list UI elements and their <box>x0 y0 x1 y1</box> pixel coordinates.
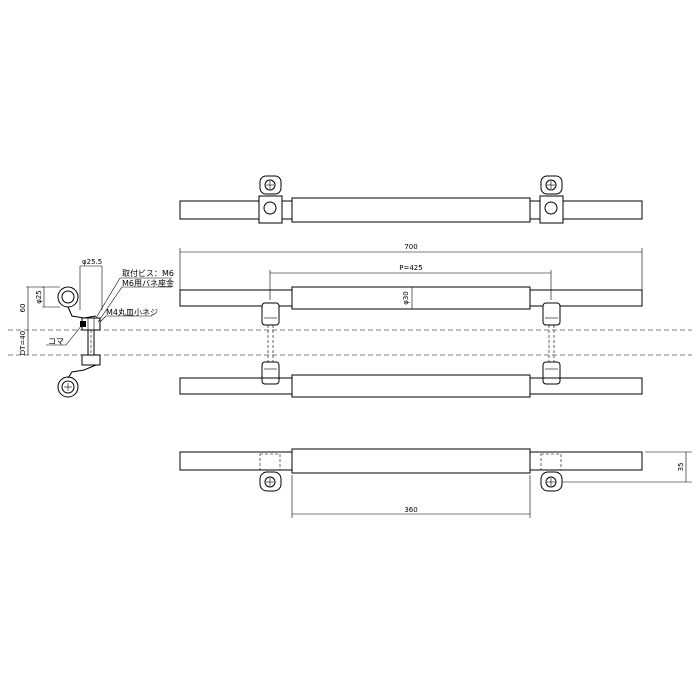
bottom-left-bracket <box>259 453 282 492</box>
dim-60-label: 60 <box>19 304 27 313</box>
top-grip <box>291 197 531 223</box>
upper-grip <box>291 286 531 310</box>
top-left-bracket <box>258 175 283 224</box>
dim-rosette-label: φ25.5 <box>82 258 102 266</box>
lower-left-bracket <box>261 361 280 385</box>
dim-projection: 35 <box>562 451 692 483</box>
lower-mount-block <box>81 354 101 366</box>
note-small-screw: M4丸皿小ネジ <box>106 307 158 317</box>
dim-rosette-small-label: φ25 <box>35 290 43 304</box>
dim-pitch: P=425 <box>269 264 552 300</box>
note-mounting-screw: 取付ビス：M6 <box>122 268 174 278</box>
dim-grip-length: 360 <box>291 475 531 518</box>
spacer-block <box>80 321 86 327</box>
note-spring-washer: M6用バネ座金 <box>122 278 174 288</box>
dim-grip-dia-label: φ30 <box>402 291 410 305</box>
dim-pitch-label: P=425 <box>399 264 422 272</box>
bottom-elevation-view: 360 35 <box>179 448 692 518</box>
upper-left-bracket <box>261 302 280 326</box>
lower-grip <box>291 374 531 398</box>
middle-section-view: 700 P=425 φ30 <box>8 243 692 398</box>
dim-overall: 700 <box>179 243 643 290</box>
top-elevation-view <box>179 175 643 224</box>
lower-knob-outer <box>57 376 79 398</box>
upper-knob-outer <box>57 286 79 308</box>
dim-700-label: 700 <box>404 243 417 251</box>
dim-35-label: 35 <box>677 463 685 472</box>
bottom-grip <box>291 448 531 474</box>
side-detail-view: φ25 60 DT=40 φ25.5 取付ビス：M6 M <box>19 258 174 398</box>
bottom-right-bracket <box>540 453 563 492</box>
note-spacer: コマ <box>48 337 64 346</box>
dim-door-thickness-label: DT=40 <box>19 331 27 355</box>
dim-360-label: 360 <box>404 506 417 514</box>
lower-right-bracket <box>542 361 561 385</box>
upper-right-bracket <box>542 302 561 326</box>
top-right-bracket <box>539 175 564 224</box>
